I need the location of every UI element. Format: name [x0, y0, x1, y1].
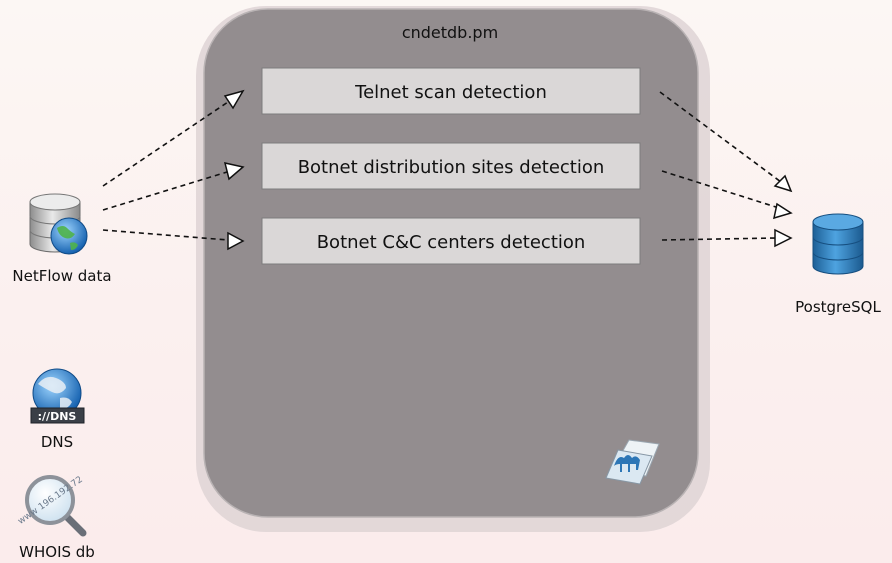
- module-label-telnet: Telnet scan detection: [354, 82, 547, 103]
- whois-label: WHOIS db: [19, 543, 95, 561]
- dns-icon: ://DNS: [30, 368, 85, 424]
- module-label-cnc: Botnet C&C centers detection: [317, 232, 586, 253]
- globe-icon: [50, 217, 88, 255]
- whois-magnifier-icon: www 196.192.72: [16, 475, 87, 537]
- arrow-netflow-telnet: [102, 101, 229, 187]
- container-title: cndetdb.pm: [402, 23, 498, 42]
- perl-camel-icon: [605, 439, 660, 485]
- arrow-netflow-distribution: [102, 171, 228, 211]
- netflow-label: NetFlow data: [12, 267, 111, 285]
- arrowhead-telnet: [223, 89, 245, 110]
- netflow-database-icon: [29, 193, 88, 255]
- arrow-distribution-postgres: [661, 170, 780, 209]
- module-box-distribution: [261, 142, 641, 190]
- arrowhead-distribution: [223, 162, 245, 181]
- dns-badge-text: ://DNS: [38, 410, 77, 423]
- arrowhead-cnc: [227, 231, 245, 251]
- module-box-telnet: [261, 67, 641, 115]
- arrow-cnc-postgres: [661, 237, 777, 241]
- module-label-distribution: Botnet distribution sites detection: [298, 157, 605, 178]
- arrowhead-postgres-2: [773, 202, 793, 220]
- dns-label: DNS: [41, 433, 73, 451]
- postgresql-database-icon: [812, 213, 864, 275]
- arrow-netflow-cnc: [102, 229, 229, 241]
- arrowhead-postgres-1: [773, 174, 793, 193]
- arrow-telnet-postgres: [659, 91, 782, 183]
- arrowhead-postgres-3: [774, 228, 793, 248]
- module-box-cnc: [261, 217, 641, 265]
- postgresql-label: PostgreSQL: [795, 298, 881, 316]
